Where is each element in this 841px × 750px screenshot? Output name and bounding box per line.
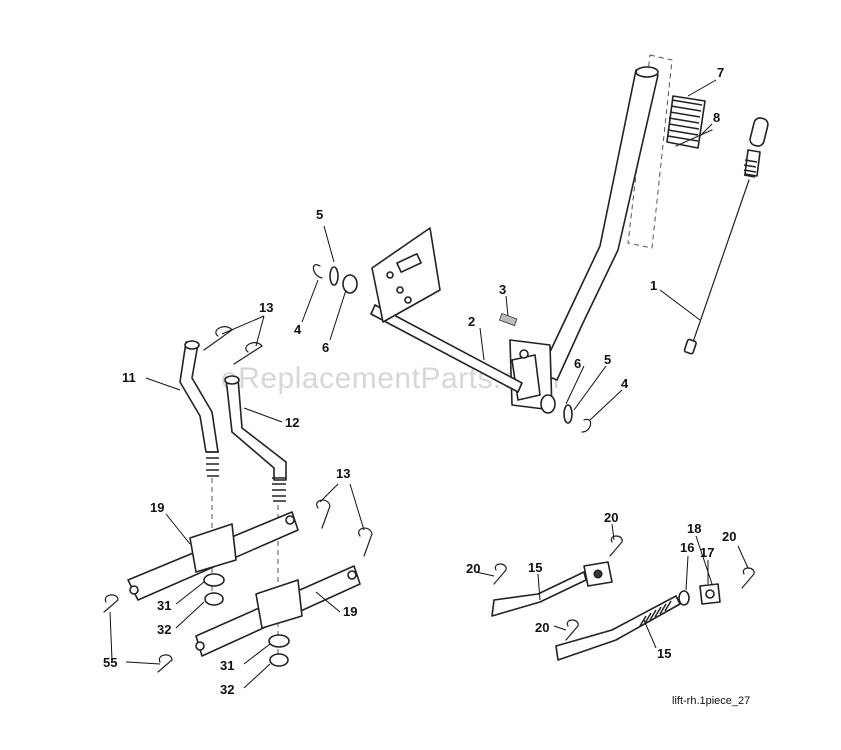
- callout-8: 8: [713, 110, 720, 125]
- callout-6: 6: [574, 356, 581, 371]
- callout-32: 32: [157, 622, 171, 637]
- part-31-32-spacers: [203, 573, 290, 667]
- callout-20: 20: [604, 510, 618, 525]
- callout-55: 55: [103, 655, 117, 670]
- part-16-17-18-hardware: [678, 583, 721, 606]
- callout-2: 2: [468, 314, 475, 329]
- callout-labels: 7 8 1 3 2 5 4 6 6 5 4 13 11 12 13 19 19 …: [103, 65, 736, 697]
- part-13-clips-upper: [203, 326, 263, 365]
- part-55-clips: [103, 594, 173, 673]
- diagram-caption: lift-rh.1piece_27: [672, 695, 750, 707]
- callout-19: 19: [150, 500, 164, 515]
- callout-11: 11: [122, 370, 136, 385]
- callout-20: 20: [535, 620, 549, 635]
- callout-16: 16: [680, 540, 694, 555]
- callout-13: 13: [336, 466, 350, 481]
- callout-31: 31: [220, 658, 234, 673]
- leader-lines: [109, 79, 749, 689]
- callout-6: 6: [322, 340, 329, 355]
- callout-13: 13: [259, 300, 273, 315]
- callout-4: 4: [294, 322, 302, 337]
- callout-5: 5: [604, 352, 611, 367]
- part-12-lift-link: [224, 375, 287, 502]
- part-19-lift-arm-upper: [127, 511, 299, 601]
- callout-15: 15: [657, 646, 671, 661]
- callout-20: 20: [722, 529, 736, 544]
- part-15-rod-upper: [491, 561, 613, 617]
- callout-4: 4: [621, 376, 629, 391]
- callout-3: 3: [499, 282, 506, 297]
- callout-20: 20: [466, 561, 480, 576]
- callout-1: 1: [650, 278, 657, 293]
- callout-32: 32: [220, 682, 234, 697]
- part-2-lift-handle-shaft: [312, 66, 659, 433]
- callout-19: 19: [343, 604, 357, 619]
- callout-5: 5: [316, 207, 323, 222]
- part-11-lift-link: [179, 340, 219, 477]
- callout-7: 7: [717, 65, 724, 80]
- part-7-8-handle-spring: [627, 54, 713, 249]
- callout-17: 17: [700, 545, 714, 560]
- callout-18: 18: [687, 521, 701, 536]
- callout-31: 31: [157, 598, 171, 613]
- part-20-clips: [493, 535, 755, 641]
- part-15-rod-lower: [555, 595, 681, 661]
- part-19-lift-arm-lower: [195, 565, 361, 657]
- callout-15: 15: [528, 560, 542, 575]
- part-1-lift-rod: [683, 117, 769, 355]
- callout-12: 12: [285, 415, 299, 430]
